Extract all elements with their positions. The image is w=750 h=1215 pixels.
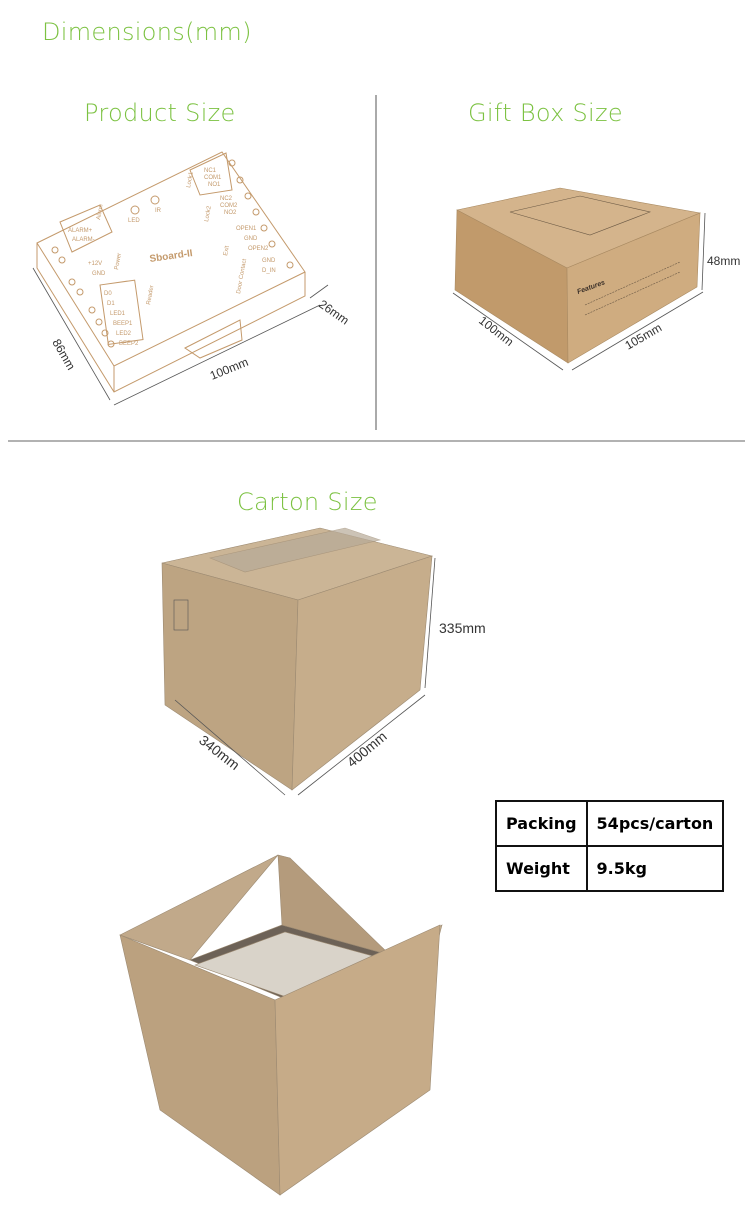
gift-box-height-label: 48mm bbox=[707, 254, 740, 268]
packing-table: Packing 54pcs/carton Weight 9.5kg bbox=[495, 800, 725, 892]
page-heading: Dimensions(mm) bbox=[42, 18, 252, 46]
svg-text:COM2: COM2 bbox=[220, 203, 238, 209]
svg-text:Lock1: Lock1 bbox=[186, 171, 195, 188]
carton-height-label: 335mm bbox=[439, 620, 486, 636]
svg-text:ALARM+: ALARM+ bbox=[68, 228, 93, 234]
svg-text:Alarm: Alarm bbox=[96, 204, 105, 220]
svg-text:GND: GND bbox=[92, 271, 106, 277]
svg-text:NC1: NC1 bbox=[204, 168, 217, 174]
svg-text:Lock2: Lock2 bbox=[204, 205, 213, 222]
packing-label: Packing bbox=[495, 800, 588, 847]
board-labels: Sboard-II LED IR ALARM+ ALARM- Alarm +12… bbox=[68, 168, 276, 347]
svg-text:LED1: LED1 bbox=[110, 311, 126, 317]
svg-text:Power: Power bbox=[114, 253, 123, 271]
svg-text:Exit: Exit bbox=[223, 245, 231, 256]
svg-text:NO1: NO1 bbox=[208, 182, 221, 188]
svg-text:GND: GND bbox=[262, 258, 276, 264]
product-depth-label: 86mm bbox=[49, 337, 78, 373]
gift-box-dimension-lines bbox=[452, 212, 706, 371]
carton-dimension-lines bbox=[174, 557, 436, 796]
weight-label: Weight bbox=[495, 845, 588, 892]
svg-text:COM1: COM1 bbox=[204, 175, 222, 181]
svg-text:+12V: +12V bbox=[88, 261, 102, 267]
svg-text:Sboard-II: Sboard-II bbox=[149, 248, 194, 265]
product-size-title: Product Size bbox=[84, 99, 236, 127]
svg-text:NC2: NC2 bbox=[220, 196, 233, 202]
svg-text:LED2: LED2 bbox=[116, 331, 132, 337]
svg-text:D1: D1 bbox=[107, 301, 115, 307]
svg-text:OPEN2: OPEN2 bbox=[248, 246, 269, 252]
svg-text:D_IN: D_IN bbox=[262, 268, 276, 274]
svg-text:BEEP1: BEEP1 bbox=[113, 321, 133, 327]
gift-box-size-title: Gift Box Size bbox=[468, 99, 623, 127]
carton-size-title: Carton Size bbox=[237, 488, 378, 516]
open-carton-image bbox=[119, 854, 443, 1196]
table-row: Packing 54pcs/carton bbox=[495, 800, 725, 847]
svg-text:Door Contact: Door Contact bbox=[236, 258, 248, 294]
svg-text:Reader: Reader bbox=[146, 285, 155, 305]
product-dimension-lines bbox=[32, 267, 329, 406]
svg-text:ALARM-: ALARM- bbox=[72, 237, 95, 243]
svg-text:D0: D0 bbox=[104, 291, 112, 297]
svg-text:IR: IR bbox=[155, 208, 162, 214]
svg-text:LED: LED bbox=[128, 218, 140, 224]
product-width-label: 100mm bbox=[208, 355, 250, 383]
gift-box-image: Features bbox=[454, 187, 702, 364]
svg-text:OPEN1: OPEN1 bbox=[236, 226, 257, 232]
table-row: Weight 9.5kg bbox=[495, 845, 725, 892]
svg-text:NO2: NO2 bbox=[224, 210, 237, 216]
product-drawing bbox=[36, 151, 306, 393]
svg-text:GND: GND bbox=[244, 236, 258, 242]
weight-value: 9.5kg bbox=[585, 845, 725, 892]
product-height-label: 26mm bbox=[316, 297, 351, 328]
svg-text:BEEP2: BEEP2 bbox=[119, 341, 139, 347]
carton-image bbox=[161, 527, 434, 791]
packing-value: 54pcs/carton bbox=[585, 800, 725, 847]
